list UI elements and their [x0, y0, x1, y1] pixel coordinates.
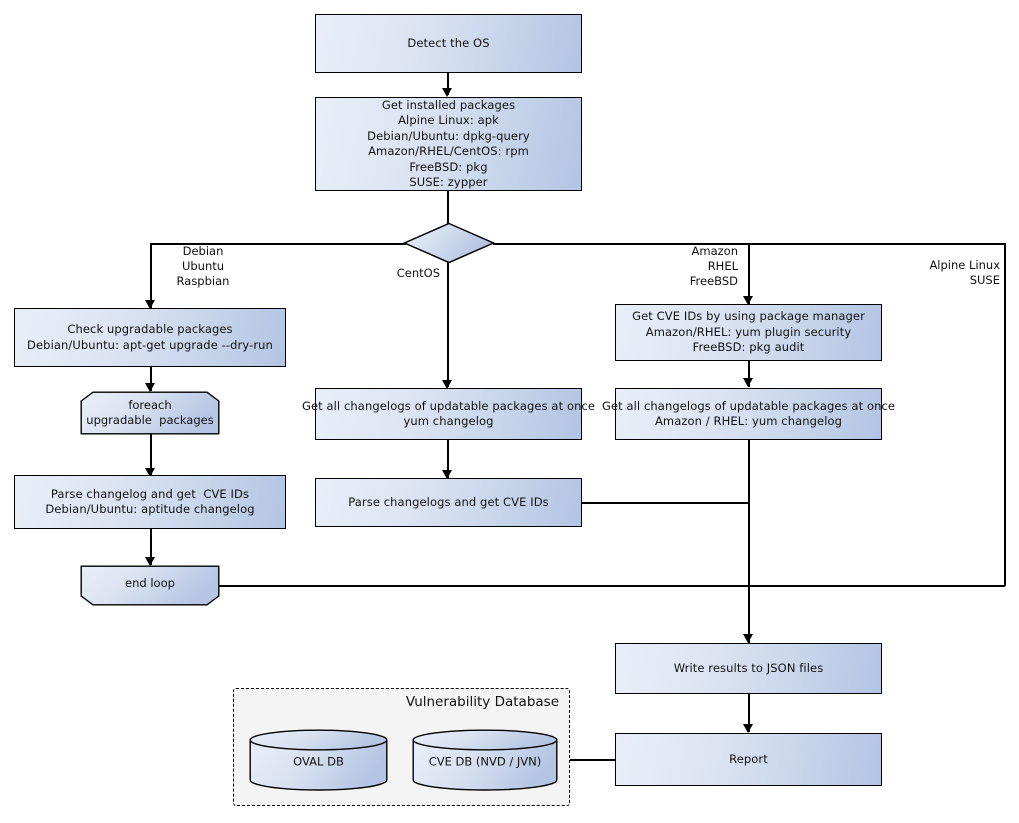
edge-label-alpine-branch: Alpine Linux SUSE [929, 258, 1000, 287]
node-parse-changelogs-centos-label: Parse changelogs and get CVE IDs [348, 494, 549, 509]
node-detect-os[interactable]: Detect the OS [315, 14, 582, 73]
connector-detect-to-packages [447, 73, 449, 95]
connector-centos-changelogs-to-parse [447, 440, 449, 478]
connector-rhel-to-writejson [748, 440, 750, 643]
connector-cveids-to-changelogs [748, 361, 750, 387]
node-foreach-loop-label: foreach upgradable packages [86, 397, 214, 428]
connector-decision-right-down [748, 243, 750, 305]
connector-endloop-right [219, 585, 1005, 587]
node-end-loop-label: end loop [125, 575, 175, 590]
node-changelogs-rhel-label: Get all changelogs of updatable packages… [601, 398, 896, 429]
arrowhead-foreach-to-parse [145, 468, 155, 477]
connector-decision-center [447, 262, 449, 387]
connector-decision-left-down [150, 243, 152, 309]
node-write-json[interactable]: Write results to JSON files [615, 643, 882, 694]
connector-writejson-to-report [748, 694, 750, 732]
connector-packages-to-decision [447, 191, 449, 225]
node-parse-changelog-debian-label: Parse changelog and get CVE IDs Debian/U… [45, 486, 255, 517]
node-write-json-label: Write results to JSON files [673, 660, 824, 675]
arrowhead-parse-to-endloop [145, 557, 155, 566]
edge-label-amazon-branch: Amazon RHEL FreeBSD [689, 244, 738, 288]
database-cve-db-label: CVE DB (NVD / JVN) [428, 754, 542, 769]
connector-parse-to-endloop [150, 529, 152, 565]
node-changelogs-centos-label: Get all changelogs of updatable packages… [301, 398, 596, 429]
node-check-upgradable-label: Check upgradable packages Debian/Ubuntu:… [27, 322, 273, 352]
connector-decision-alpine [748, 243, 1006, 245]
arrowhead-decision-right [743, 296, 753, 305]
node-report-label: Report [729, 751, 768, 766]
node-foreach-loop[interactable]: foreach upgradable packages [80, 391, 220, 435]
arrowhead-decision-center [442, 380, 452, 389]
database-oval-db-label: OVAL DB [293, 754, 344, 769]
node-get-installed-packages[interactable]: Get installed packages Alpine Linux: apk… [315, 97, 582, 191]
database-oval-db[interactable]: OVAL DB [249, 729, 388, 791]
connector-decision-right [493, 243, 749, 245]
node-parse-changelogs-centos[interactable]: Parse changelogs and get CVE IDs [315, 478, 582, 527]
arrowhead-decision-left [145, 300, 155, 309]
node-get-cve-ids-pkgmgr-label: Get CVE IDs by using package manager Ama… [632, 309, 865, 355]
node-get-cve-ids-pkgmgr[interactable]: Get CVE IDs by using package manager Ama… [615, 304, 882, 361]
arrowhead-detect-to-packages [442, 88, 452, 97]
node-changelogs-rhel[interactable]: Get all changelogs of updatable packages… [602, 388, 895, 440]
vulnerability-database-title: Vulnerability Database [405, 694, 559, 710]
connector-decision-left [150, 243, 406, 245]
connector-foreach-to-parse [150, 434, 152, 475]
database-cve-db[interactable]: CVE DB (NVD / JVN) [412, 729, 558, 791]
connector-vulndb-to-report [570, 759, 616, 761]
arrowhead-centos-changelogs-to-parse [442, 470, 452, 479]
edge-label-centos-branch: CentOS [396, 266, 440, 280]
node-parse-changelog-debian[interactable]: Parse changelog and get CVE IDs Debian/U… [14, 475, 286, 529]
node-report[interactable]: Report [615, 733, 882, 786]
node-detect-os-label: Detect the OS [407, 35, 490, 50]
arrowhead-check-to-foreach [145, 383, 155, 392]
connector-check-to-foreach [150, 367, 152, 391]
node-changelogs-centos[interactable]: Get all changelogs of updatable packages… [302, 388, 595, 440]
connector-decision-alpine-down [1004, 243, 1006, 586]
node-end-loop[interactable]: end loop [80, 565, 220, 606]
arrowhead-rhel-to-writejson [743, 634, 753, 643]
node-get-installed-packages-label: Get installed packages Alpine Linux: apk… [367, 97, 530, 190]
arrowhead-writejson-to-report [743, 724, 753, 733]
node-os-decision[interactable] [402, 222, 496, 264]
node-check-upgradable[interactable]: Check upgradable packages Debian/Ubuntu:… [14, 308, 286, 367]
arrowhead-cveids-to-changelogs [743, 378, 753, 387]
edge-label-debian-branch: Debian Ubuntu Raspbian [176, 244, 230, 288]
connector-centos-parse-right [582, 502, 749, 504]
